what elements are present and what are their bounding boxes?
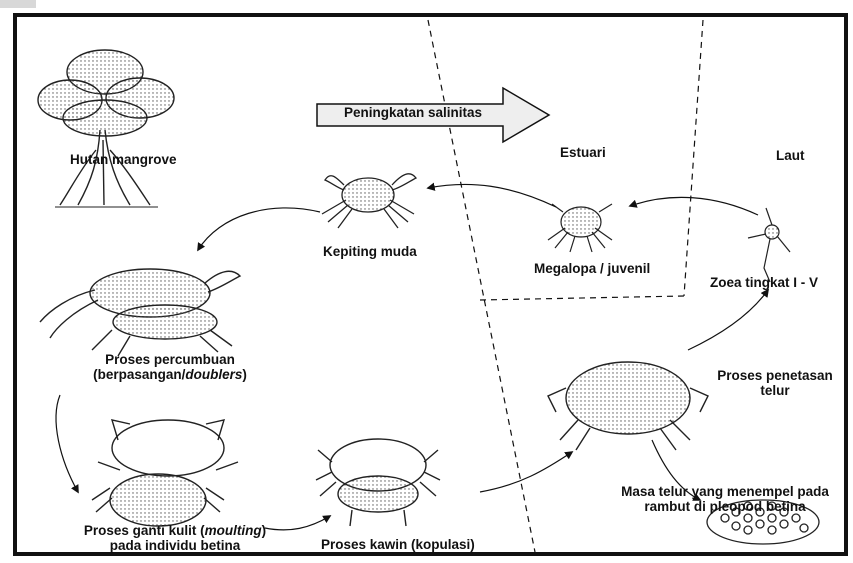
label-hatching: Proses penetasan telur	[705, 368, 845, 398]
zone-boundaries	[428, 20, 703, 552]
mating-crabs-icon	[316, 439, 440, 526]
label-mangrove: Hutan mangrove	[70, 152, 177, 167]
label-laut: Laut	[776, 148, 805, 163]
label-young-crab: Kepiting muda	[323, 244, 417, 259]
boundary-estuari-laut	[684, 20, 703, 296]
moulting-crab-icon	[92, 420, 238, 526]
arrow-mating-to-berried	[480, 452, 572, 492]
label-moulting-line2: pada individu betina	[55, 538, 295, 553]
arrow-berried-to-zoea	[688, 290, 768, 350]
label-salinity: Peningkatan salinitas	[344, 105, 482, 120]
label-egg-mass-line1: Masa telur yang menempel pada	[605, 484, 845, 499]
label-megalopa: Megalopa / juvenil	[534, 261, 650, 276]
label-hatching-line1: Proses penetasan	[705, 368, 845, 383]
boundary-estuari-bottom	[480, 296, 684, 300]
courting-crabs-icon	[40, 269, 240, 356]
label-courting-line1: Proses percumbuan	[55, 352, 285, 367]
label-moulting-line1: Proses ganti kulit (moulting)	[55, 523, 295, 538]
label-moulting: Proses ganti kulit (moulting) pada indiv…	[55, 523, 295, 553]
label-egg-mass: Masa telur yang menempel pada rambut di …	[605, 484, 845, 514]
arrow-megalopa-to-young	[428, 184, 556, 207]
label-courting: Proses percumbuan (berpasangan/doublers)	[55, 352, 285, 382]
young-crab-icon	[322, 174, 416, 228]
label-courting-line2: (berpasangan/doublers)	[55, 367, 285, 382]
arrow-courting-to-moulting	[56, 395, 78, 492]
label-zoea: Zoea tingkat I - V	[710, 275, 818, 290]
mangrove-tree-icon	[38, 50, 174, 207]
zoea-icon	[748, 208, 790, 282]
arrow-young-to-courting	[198, 208, 320, 250]
arrow-zoea-to-megalopa	[630, 197, 758, 215]
megalopa-icon	[548, 204, 612, 252]
berried-crab-icon	[548, 362, 708, 450]
label-estuari: Estuari	[560, 145, 606, 160]
label-egg-mass-line2: rambut di pleopod betina	[605, 499, 845, 514]
label-hatching-line2: telur	[705, 383, 845, 398]
label-mating: Proses kawin (kopulasi)	[321, 537, 475, 552]
